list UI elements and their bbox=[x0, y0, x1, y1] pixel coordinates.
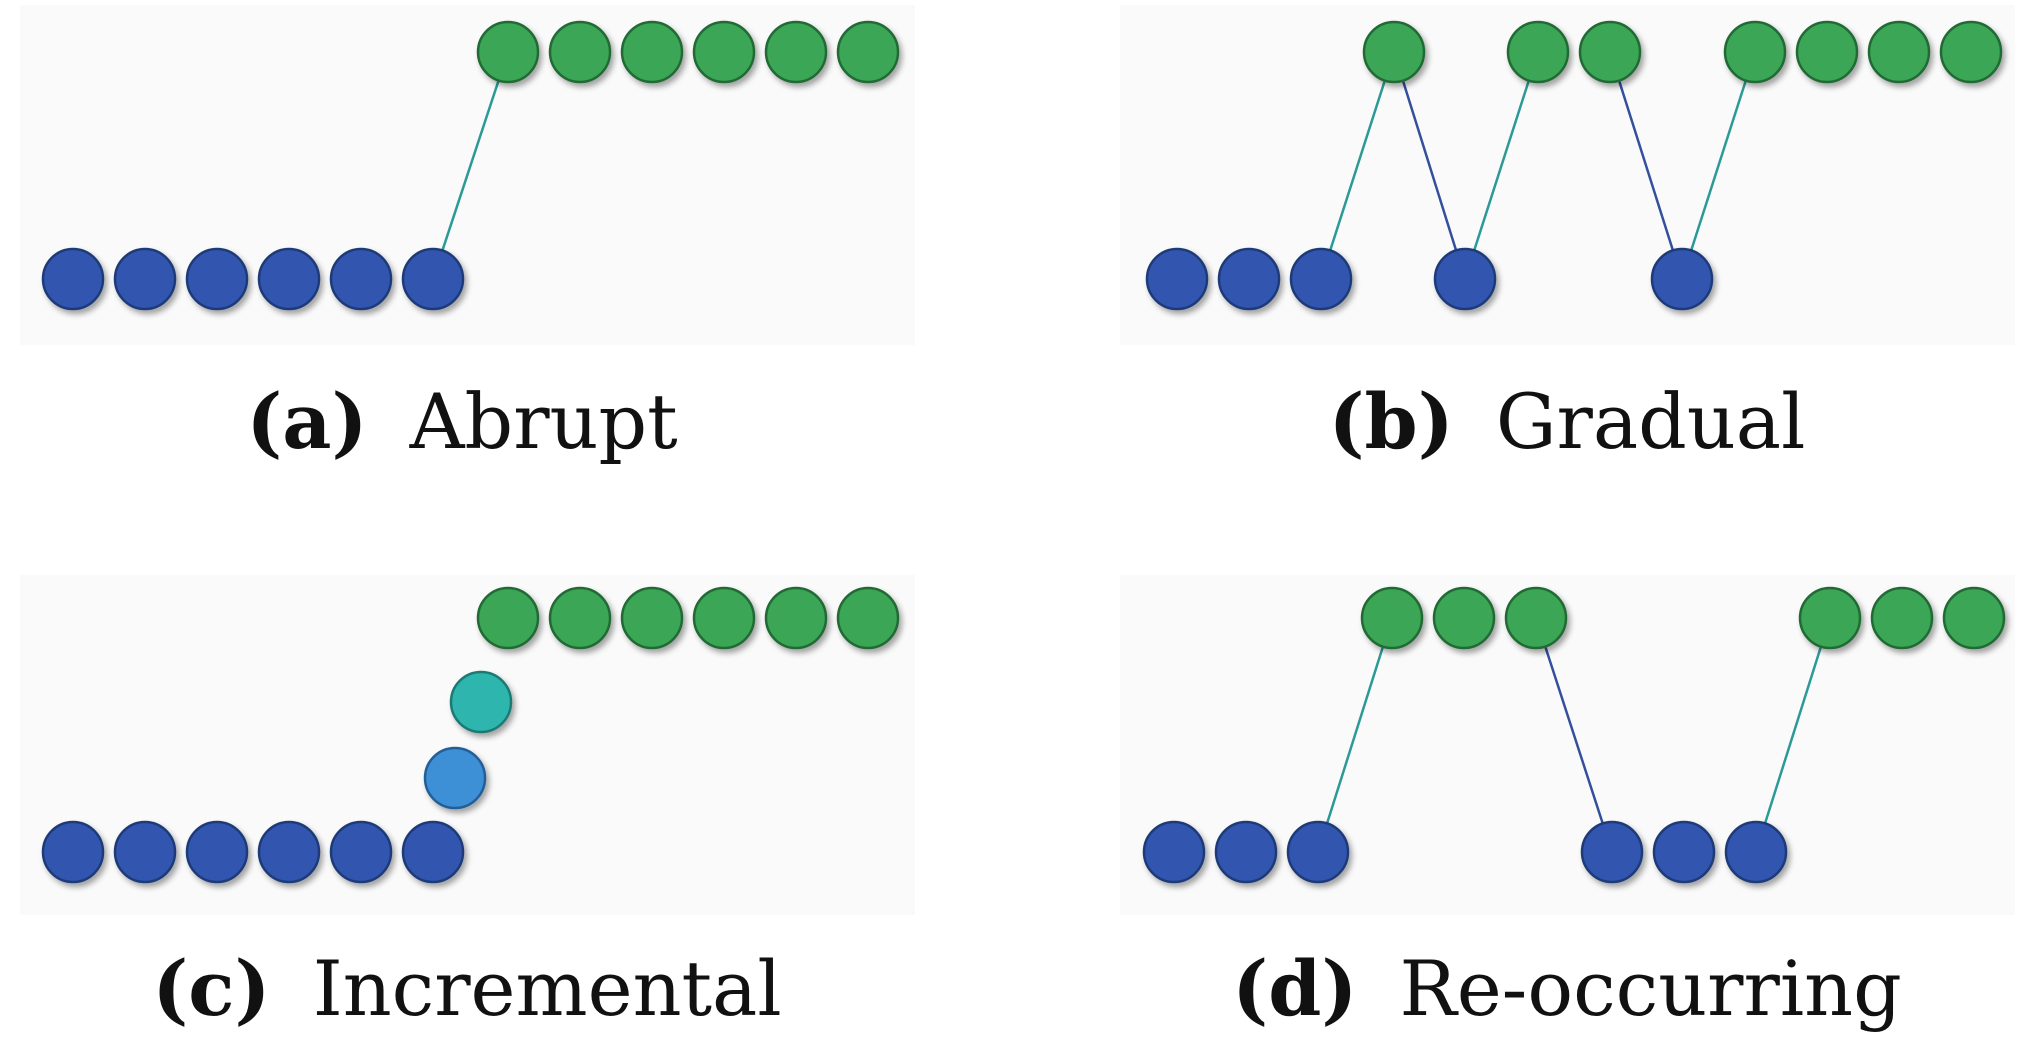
green-node bbox=[1578, 20, 1642, 84]
blue-node bbox=[1652, 820, 1716, 884]
green-node bbox=[1506, 20, 1570, 84]
panel-b-graph bbox=[1145, 20, 2003, 311]
blue-node bbox=[1286, 820, 1350, 884]
connector-line bbox=[1616, 76, 1676, 255]
blue-node bbox=[113, 820, 177, 884]
green-node bbox=[1360, 586, 1424, 650]
green-node bbox=[1870, 586, 1934, 650]
blue-node bbox=[1214, 820, 1278, 884]
connector-line bbox=[1324, 642, 1386, 828]
blue-node bbox=[1145, 247, 1209, 311]
caption-c: (c) Incremental bbox=[152, 944, 781, 1033]
panel-d-graph bbox=[1142, 586, 2006, 884]
green-node bbox=[1504, 586, 1568, 650]
connector-line bbox=[1471, 76, 1532, 255]
green-node bbox=[548, 586, 612, 650]
blue-node bbox=[257, 247, 321, 311]
blue-node bbox=[401, 247, 465, 311]
green-node bbox=[692, 20, 756, 84]
caption-d: (d) Re-occurring bbox=[1232, 944, 1902, 1033]
green-node bbox=[692, 586, 756, 650]
caption-a-letter: (a) bbox=[246, 377, 367, 466]
panel-c-graph bbox=[41, 586, 900, 884]
blue-node bbox=[1580, 820, 1644, 884]
blue-node bbox=[257, 820, 321, 884]
caption-b-letter: (b) bbox=[1329, 377, 1454, 466]
green-node bbox=[548, 20, 612, 84]
connector-line bbox=[439, 76, 502, 255]
green-node bbox=[836, 586, 900, 650]
blue-node bbox=[185, 820, 249, 884]
light-blue-node bbox=[423, 746, 487, 810]
green-node bbox=[1867, 20, 1931, 84]
connector-line bbox=[1762, 642, 1824, 828]
green-node bbox=[620, 20, 684, 84]
blue-node bbox=[1650, 247, 1714, 311]
connector-line bbox=[1400, 76, 1459, 255]
blue-node bbox=[329, 247, 393, 311]
panel-a-graph bbox=[41, 20, 900, 311]
green-node bbox=[836, 20, 900, 84]
blue-node bbox=[329, 820, 393, 884]
green-node bbox=[1362, 20, 1426, 84]
green-node bbox=[764, 586, 828, 650]
caption-b: (b) Gradual bbox=[1329, 377, 1806, 466]
caption-d-text: Re-occurring bbox=[1399, 944, 1901, 1033]
caption-c-text: Incremental bbox=[313, 944, 782, 1033]
green-node bbox=[764, 20, 828, 84]
blue-node bbox=[1289, 247, 1353, 311]
green-node bbox=[1723, 20, 1787, 84]
green-node bbox=[1432, 586, 1496, 650]
green-node bbox=[1942, 586, 2006, 650]
green-node bbox=[1795, 20, 1859, 84]
green-node bbox=[476, 586, 540, 650]
blue-node bbox=[1724, 820, 1788, 884]
teal-node bbox=[449, 670, 513, 734]
blue-node bbox=[41, 820, 105, 884]
connector-line bbox=[1327, 76, 1388, 255]
caption-b-text: Gradual bbox=[1496, 377, 1806, 466]
blue-node bbox=[401, 820, 465, 884]
blue-node bbox=[113, 247, 177, 311]
caption-d-letter: (d) bbox=[1232, 944, 1357, 1033]
blue-node bbox=[185, 247, 249, 311]
caption-a-text: Abrupt bbox=[409, 377, 678, 466]
blue-node bbox=[1142, 820, 1206, 884]
blue-node bbox=[1433, 247, 1497, 311]
caption-a: (a) Abrupt bbox=[246, 377, 677, 466]
green-node bbox=[620, 586, 684, 650]
connector-line bbox=[1542, 642, 1606, 828]
green-node bbox=[1798, 586, 1862, 650]
green-node bbox=[476, 20, 540, 84]
connector-line bbox=[1688, 76, 1749, 255]
caption-c-letter: (c) bbox=[152, 944, 270, 1033]
blue-node bbox=[41, 247, 105, 311]
green-node bbox=[1939, 20, 2003, 84]
blue-node bbox=[1217, 247, 1281, 311]
